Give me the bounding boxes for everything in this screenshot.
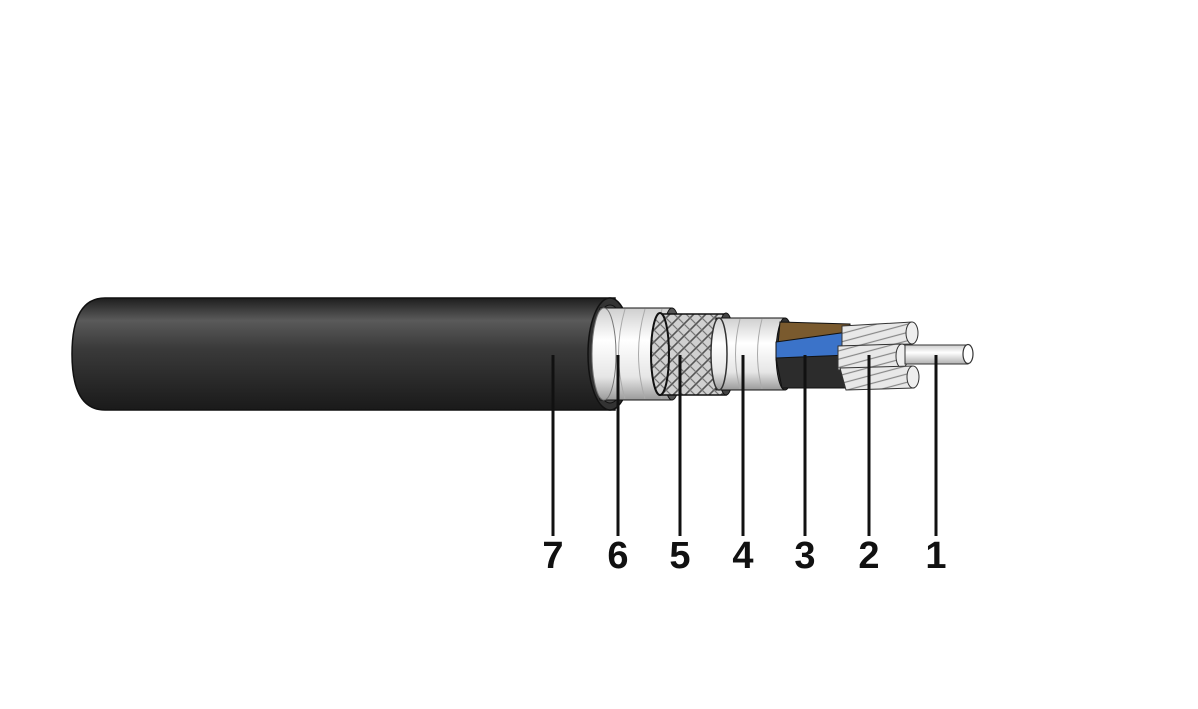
label-4: 4 <box>732 535 754 577</box>
label-6: 6 <box>607 535 629 577</box>
label-2: 2 <box>858 535 880 577</box>
leader-lines <box>551 355 938 536</box>
label-7: 7 <box>542 535 564 577</box>
label-5: 5 <box>669 535 691 577</box>
filler-rod <box>904 343 974 365</box>
core-insulation <box>775 321 853 389</box>
outer-sheath <box>71 297 633 411</box>
label-1: 1 <box>925 535 947 577</box>
label-3: 3 <box>794 535 816 577</box>
